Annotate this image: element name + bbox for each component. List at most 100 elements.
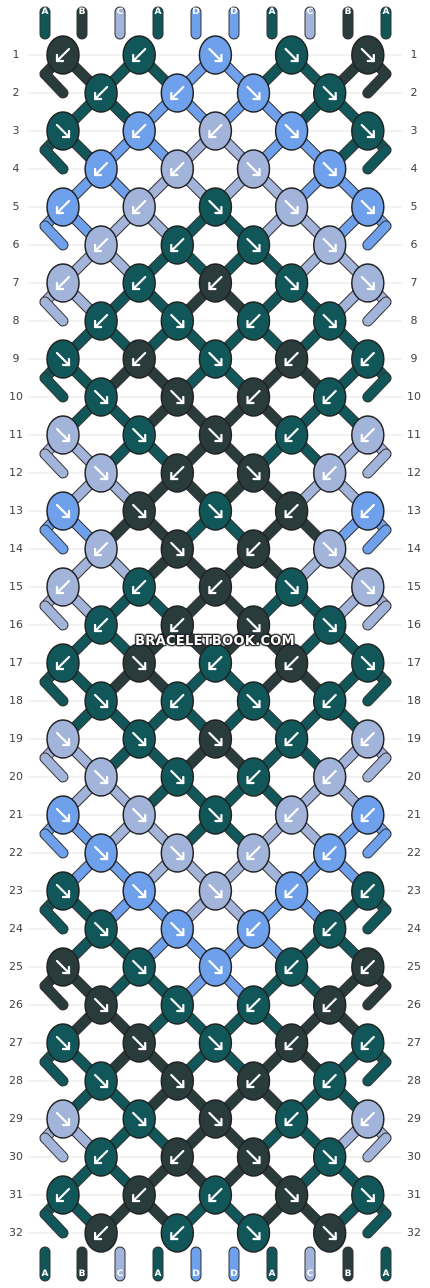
row-number-right: 27 [407,1036,421,1049]
knot-arrow-icon [322,617,337,633]
strand-segment [363,829,391,858]
row-number-right: 31 [407,1188,421,1201]
strand-segment [40,981,68,1010]
strand-segment [363,69,391,98]
knot-arrow-icon [55,427,71,443]
knot [160,605,195,645]
knot [122,339,156,379]
row-number-right: 23 [407,884,421,897]
knot-arrow-icon [246,997,261,1013]
knot [84,301,118,341]
knot-arrow-icon [93,85,109,101]
knot-arrow-icon [93,1225,109,1241]
knot-arrow-icon [360,1187,375,1203]
knot-arrow-icon [322,541,337,557]
knot [236,1061,271,1101]
row-number-right: 7 [410,276,418,289]
row-number-left: 20 [9,770,23,783]
knot-arrow-icon [208,655,223,671]
row-number-left: 2 [12,86,20,99]
knot-arrow-icon [322,769,337,785]
knot-layer [46,35,385,1253]
row-number-right: 24 [407,922,421,935]
row-number-left: 3 [12,124,20,137]
row-number-right: 8 [410,314,418,327]
row-number-right: 15 [407,580,421,593]
row-number-right: 5 [410,200,418,213]
knot [46,1175,80,1215]
knot [274,795,309,835]
row-number-left: 18 [9,694,23,707]
knot-arrow-icon [93,1073,109,1089]
knot-arrow-icon [170,617,185,633]
knot [274,567,309,607]
knot-arrow-icon [132,655,147,671]
row-number-left: 8 [12,314,20,327]
knot [160,1061,195,1101]
knot [236,377,271,417]
knot [236,529,271,569]
knot-arrow-icon [170,693,185,709]
knot [46,35,80,75]
row-number-left: 19 [9,732,23,745]
knot [84,377,118,417]
knot-arrow-icon [170,541,185,557]
knot [160,985,195,1025]
knot-arrow-icon [93,389,109,405]
knot [198,491,233,531]
knot-arrow-icon [360,275,375,291]
knot-arrow-icon [170,921,185,937]
knot-arrow-icon [170,1225,185,1241]
knot-arrow-icon [208,1111,223,1127]
row-number-right: 3 [410,124,418,137]
knot-arrow-icon [284,731,299,747]
knot [351,339,385,379]
knot [236,1137,271,1177]
knot-arrow-icon [246,1225,261,1241]
knot-arrow-icon [55,351,71,367]
strand-segment [40,69,68,98]
knot [122,415,156,455]
knot [84,453,118,493]
row-number-right: 6 [410,238,418,251]
knot [312,377,347,417]
knot [198,795,233,835]
strand-segment [40,677,68,706]
row-number-left: 9 [12,352,20,365]
row-number-right: 2 [410,86,418,99]
strand-segment [363,1133,391,1162]
knot [274,263,309,303]
knot-arrow-icon [284,1187,299,1203]
knot [312,1213,347,1253]
strand-segment [40,905,68,934]
knot-arrow-icon [93,845,109,861]
knot [312,149,347,189]
knot-arrow-icon [132,883,147,899]
knot-arrow-icon [132,503,147,519]
row-number-right: 4 [410,162,418,175]
knot-arrow-icon [55,1035,71,1051]
knot-arrow-icon [132,1111,147,1127]
knot-arrow-icon [360,47,375,63]
knot [198,415,233,455]
knot-arrow-icon [284,655,299,671]
knot-arrow-icon [93,769,109,785]
knot [274,339,309,379]
knot-arrow-icon [246,313,261,329]
knot [84,1137,118,1177]
strand-segment [363,449,391,478]
knot-arrow-icon [322,997,337,1013]
knot-arrow-icon [284,47,299,63]
knot-arrow-icon [360,579,375,595]
knot-arrow-icon [132,427,147,443]
knot [312,73,347,113]
knot-arrow-icon [360,883,375,899]
row-number-left: 28 [9,1074,23,1087]
row-number-right: 11 [407,428,421,441]
knot [274,111,309,151]
row-number-left: 10 [9,390,23,403]
strand-segment [40,373,68,402]
knot-arrow-icon [246,161,261,177]
knot-arrow-icon [284,1035,299,1051]
knot [46,491,80,531]
